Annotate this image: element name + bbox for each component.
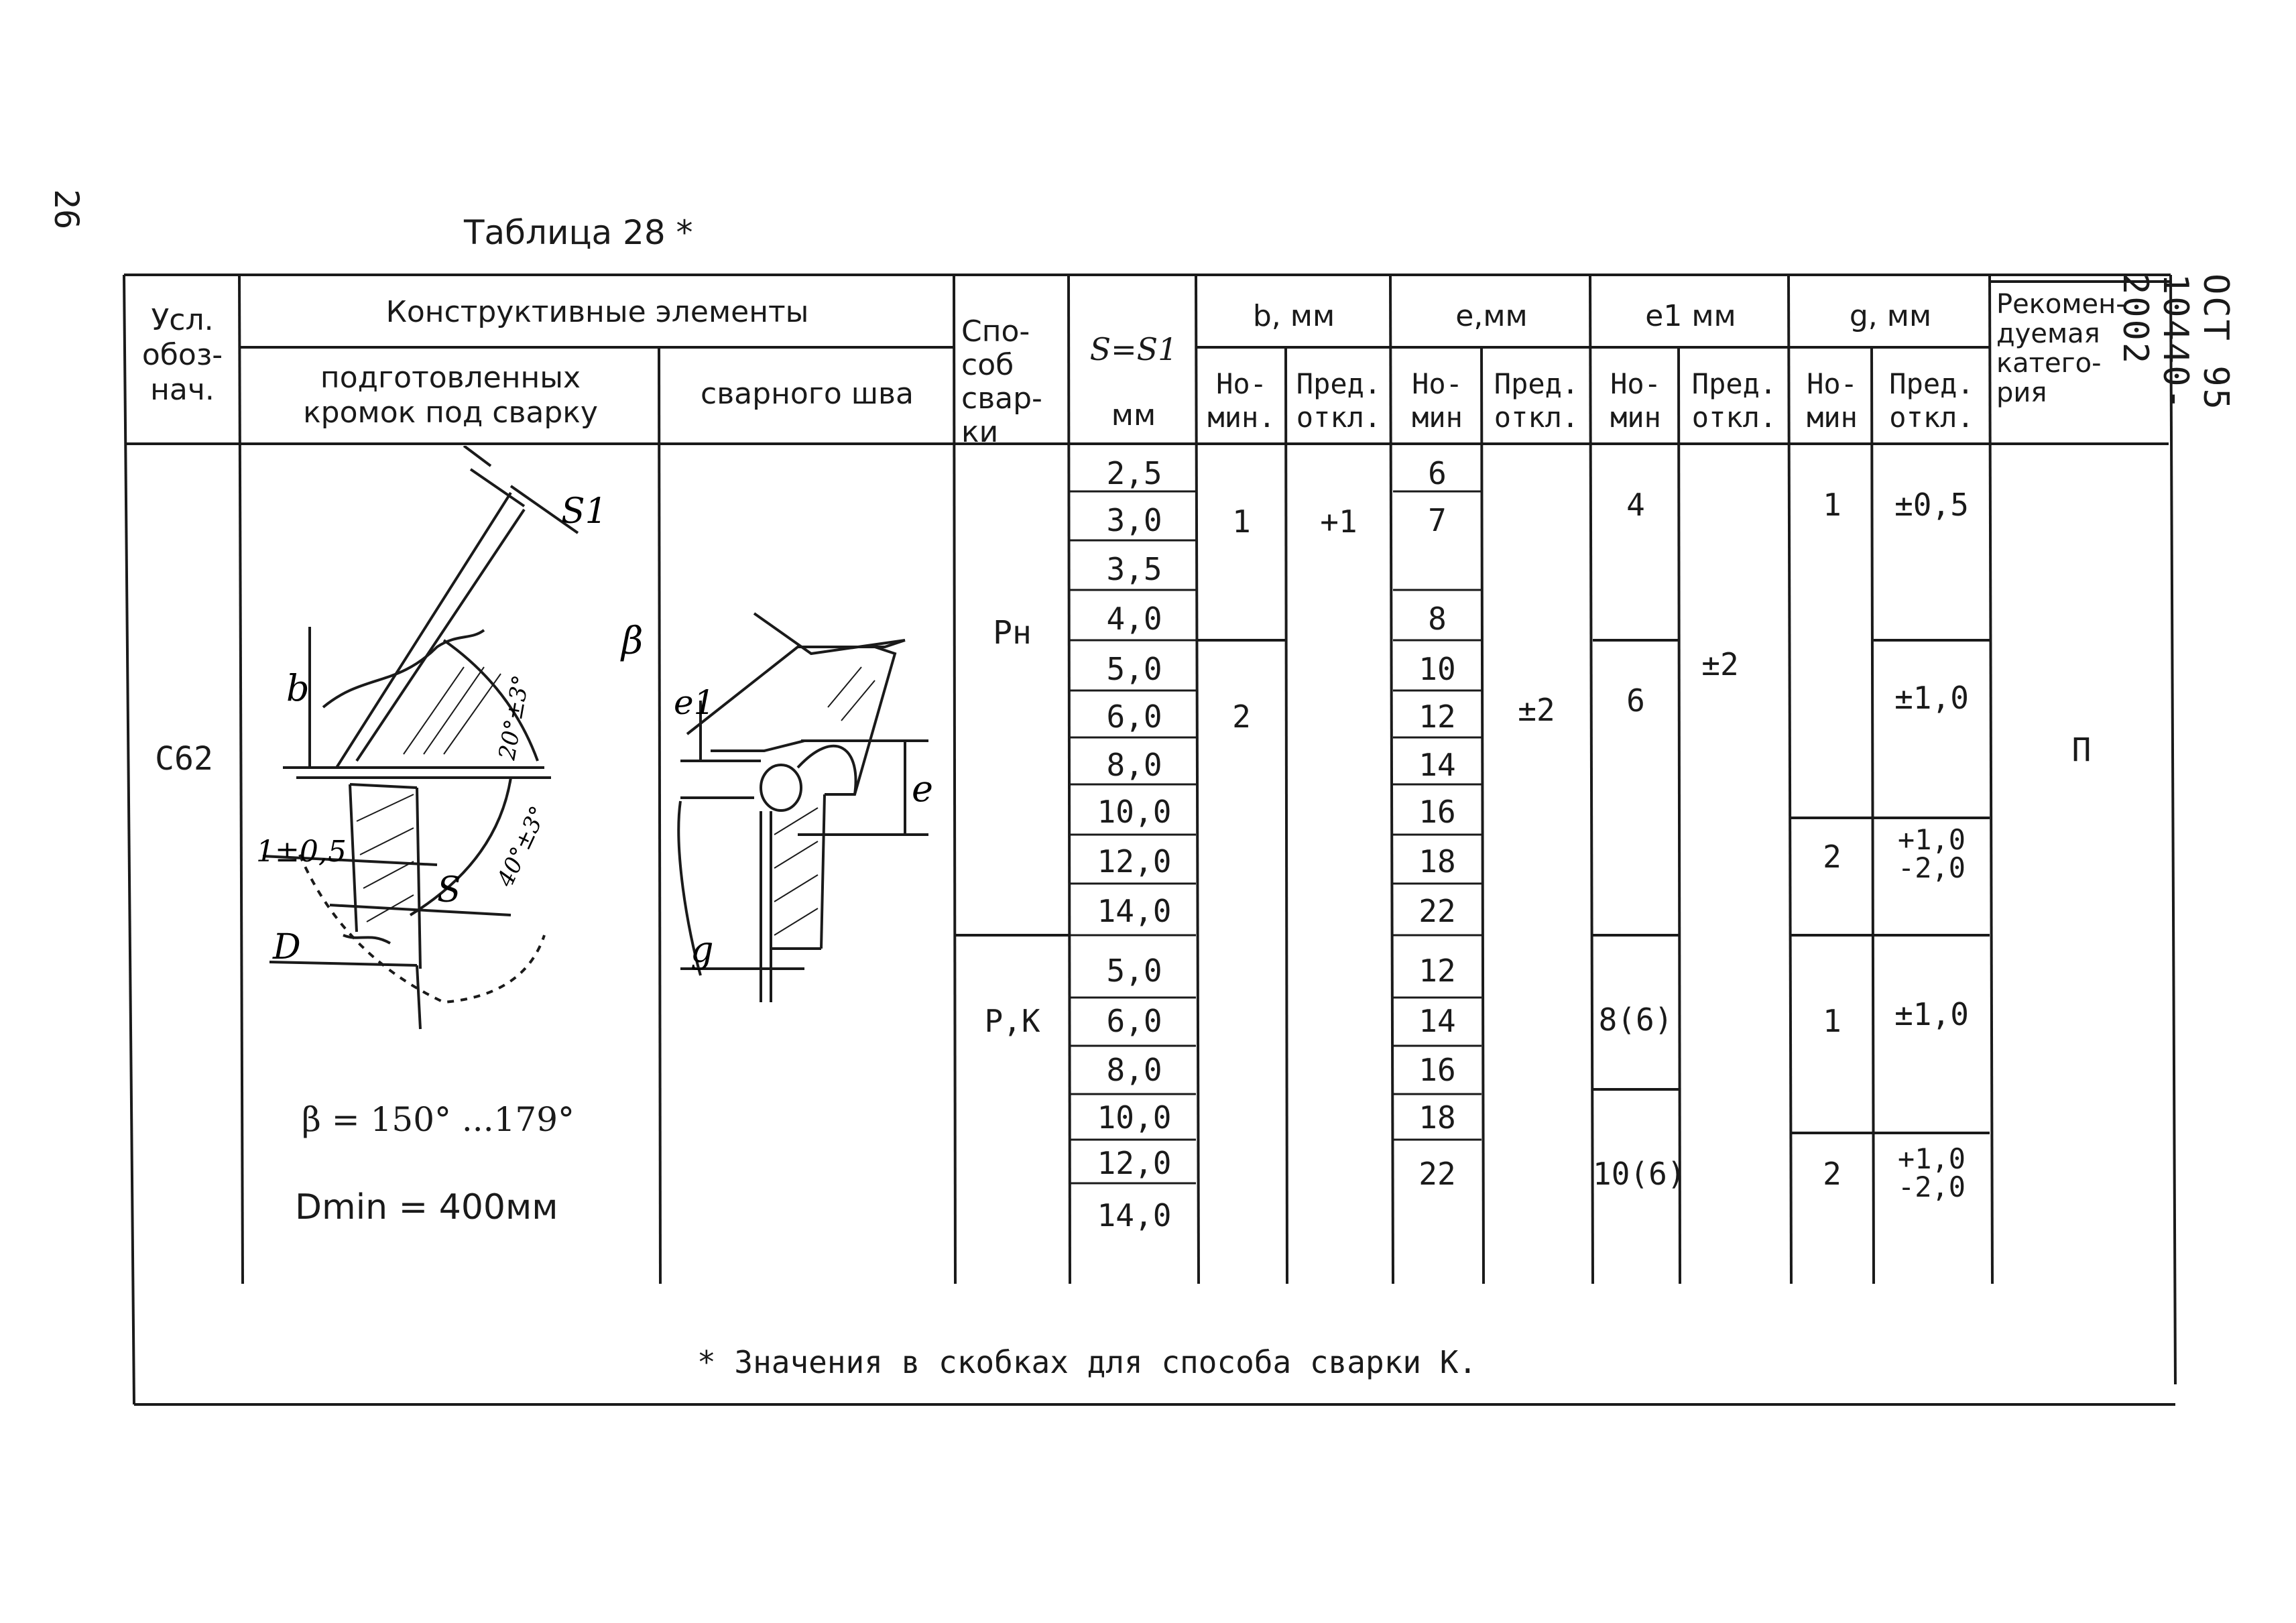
b-nominal-2: 2 xyxy=(1232,699,1251,735)
header-g-nominal: Но-мин xyxy=(1807,367,1858,434)
g-nominal-4: 1 xyxy=(1823,1003,1841,1039)
thickness-cell: 14,0 xyxy=(1097,1197,1172,1234)
label-e1: e1 xyxy=(674,683,715,722)
g-tolerance-2: ±1,0 xyxy=(1894,680,1969,716)
table-caption: Таблица 28 * xyxy=(464,213,693,252)
thickness-cell: 12,0 xyxy=(1097,1145,1172,1181)
method-rk: Р,К xyxy=(984,1003,1040,1039)
thickness-cell: 3,0 xyxy=(1106,502,1162,538)
row-category: П xyxy=(2071,731,2092,769)
row-designation: С62 xyxy=(155,740,213,778)
label-s1: S1 xyxy=(561,491,607,532)
g-tolerance-3: +1,0 -2,0 xyxy=(1897,823,1966,884)
label-d: D xyxy=(272,927,301,967)
e-nominal-cell: 16 xyxy=(1418,794,1456,830)
label-e: e xyxy=(912,768,933,810)
thickness-cell: 8,0 xyxy=(1106,1052,1162,1088)
formula-beta: β = 150° ...179° xyxy=(302,1100,575,1139)
header-e1-nominal: Но-мин xyxy=(1610,367,1661,434)
e-tolerance: ±2 xyxy=(1518,692,1555,728)
e-nominal-cell: 10 xyxy=(1418,651,1456,687)
header-prepared-edges: подготовленных кромок под сварку xyxy=(303,361,598,430)
header-g-tolerance: Пред.откл. xyxy=(1889,367,1974,434)
e1-nominal-4: 10(6) xyxy=(1593,1156,1686,1192)
header-method: Спо- соб свар- ки xyxy=(961,314,1042,449)
thickness-cell: 8,0 xyxy=(1106,747,1162,783)
label-b: b xyxy=(286,667,310,709)
header-designation: Усл. обоз- нач. xyxy=(141,303,223,407)
e-nominal-cell: 12 xyxy=(1418,953,1456,989)
thickness-cell: 5,0 xyxy=(1106,651,1162,687)
e-nominal-cell: 22 xyxy=(1418,1156,1456,1192)
label-gap: 1±0,5 xyxy=(256,835,347,869)
e-nominal-cell: 7 xyxy=(1428,502,1447,538)
thickness-cell: 12,0 xyxy=(1097,843,1172,880)
label-angle-20: 20°±3° xyxy=(493,673,535,762)
header-constructive-elements: Конструктивные элементы xyxy=(385,295,809,329)
header-thickness-unit: мм xyxy=(1111,398,1156,432)
header-b-nominal: Но-мин. xyxy=(1207,367,1276,434)
e1-nominal-3: 8(6) xyxy=(1598,1002,1673,1038)
e1-tolerance: ±2 xyxy=(1701,646,1739,682)
e-nominal-cell: 8 xyxy=(1428,601,1447,637)
b-tolerance: +1 xyxy=(1320,503,1357,540)
method-rn: Рн xyxy=(993,614,1032,652)
e-nominal-cell: 12 xyxy=(1418,699,1456,735)
thickness-cell: 3,5 xyxy=(1106,551,1162,587)
header-e1: e1 мм xyxy=(1645,299,1736,333)
header-weld: сварного шва xyxy=(701,377,914,411)
label-g: g xyxy=(690,928,714,971)
g-tolerance-5: +1,0 -2,0 xyxy=(1897,1142,1966,1203)
thickness-cell: 6,0 xyxy=(1106,699,1162,735)
e1-nominal-2: 6 xyxy=(1626,682,1645,719)
header-e1-tolerance: Пред.откл. xyxy=(1691,367,1777,434)
header-b: b, мм xyxy=(1252,299,1335,333)
g-nominal-5: 2 xyxy=(1823,1156,1841,1192)
footnote: * Значения в скобках для способа сварки … xyxy=(697,1344,1477,1380)
thickness-cell: 10,0 xyxy=(1097,794,1172,830)
g-tolerance-4: ±1,0 xyxy=(1894,996,1969,1032)
e-nominal-cell: 22 xyxy=(1418,893,1456,929)
e-nominal-cell: 16 xyxy=(1418,1052,1456,1088)
e1-nominal-1: 4 xyxy=(1626,487,1645,523)
header-e-tolerance: Пред.откл. xyxy=(1494,367,1579,434)
header-g: g, мм xyxy=(1849,299,1932,333)
header-thickness: S=S1 xyxy=(1089,331,1178,367)
thickness-cell: 4,0 xyxy=(1106,601,1162,637)
header-b-tolerance: Пред.откл. xyxy=(1296,367,1382,434)
formula-dmin: Dmin = 400мм xyxy=(295,1187,558,1227)
header-recommended: Рекомен- дуемая катего- рия xyxy=(1996,289,2126,408)
edge-prep-drawing: S1 β b 20°±3° 40°±3° 1±0,5 S D xyxy=(256,446,643,1030)
thickness-cell: 14,0 xyxy=(1097,893,1172,929)
e-nominal-cell: 18 xyxy=(1418,843,1456,880)
label-beta: β xyxy=(620,619,643,663)
thickness-cell: 5,0 xyxy=(1106,953,1162,989)
thickness-cell: 2,5 xyxy=(1106,455,1162,491)
e-nominal-cell: 14 xyxy=(1418,747,1456,783)
g-nominal-1: 1 xyxy=(1823,487,1841,523)
thickness-cell: 6,0 xyxy=(1106,1003,1162,1039)
header-e: e,мм xyxy=(1455,299,1528,333)
header-e-nominal: Но-мин xyxy=(1412,367,1463,434)
thickness-cell: 10,0 xyxy=(1097,1099,1172,1136)
weld-drawing: e1 e g xyxy=(674,612,933,1002)
e-nominal-cell: 18 xyxy=(1418,1099,1456,1136)
g-tolerance-1: ±0,5 xyxy=(1894,487,1969,523)
g-nominal-3: 2 xyxy=(1823,839,1841,875)
e-nominal-cell: 6 xyxy=(1428,455,1447,491)
label-s: S xyxy=(437,870,461,910)
e-nominal-cell: 14 xyxy=(1418,1003,1456,1039)
b-nominal-1: 1 xyxy=(1232,503,1251,540)
